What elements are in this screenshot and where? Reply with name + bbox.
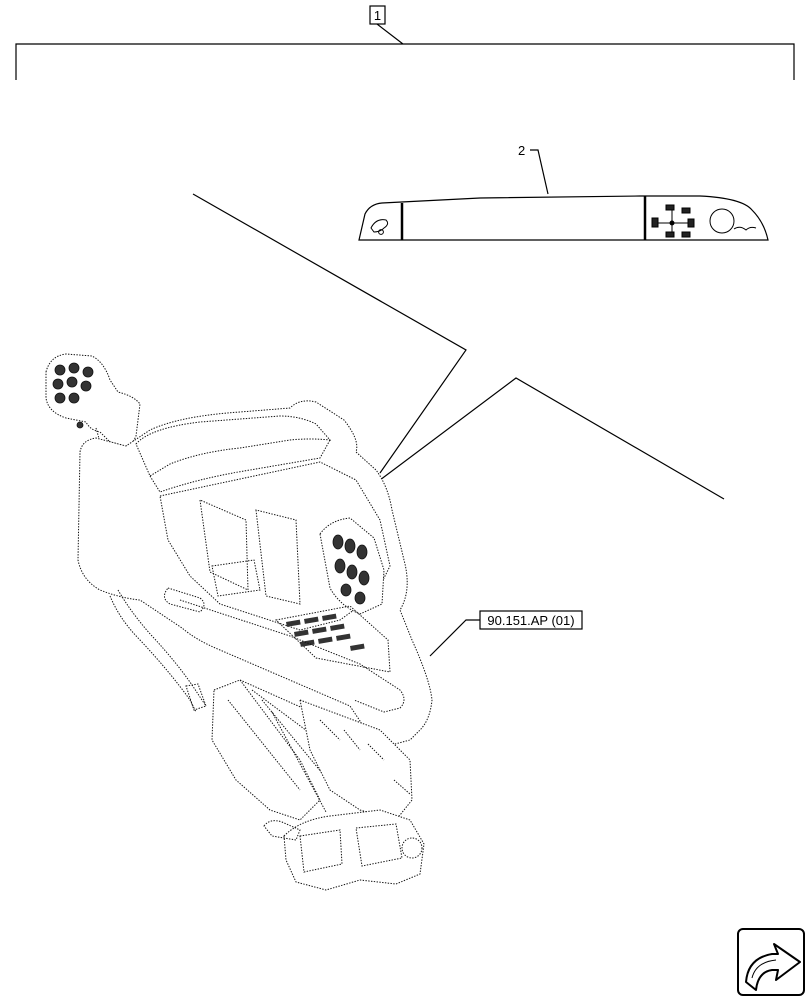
callout-item-2[interactable]: 2 bbox=[518, 143, 549, 195]
tray-divider-1 bbox=[199, 499, 249, 591]
reference-label-leader bbox=[429, 619, 480, 657]
cable-connector bbox=[185, 683, 207, 711]
callout-item-1[interactable]: 1 bbox=[369, 5, 386, 25]
armrest-pad-edge bbox=[149, 439, 331, 493]
callout-number-2: 2 bbox=[518, 143, 525, 158]
callout-number-1: 1 bbox=[374, 8, 381, 23]
joystick-grip bbox=[45, 353, 141, 447]
reference-label-callout[interactable]: 90.151.AP (01) bbox=[429, 610, 583, 657]
leader-line-upper bbox=[192, 193, 467, 474]
reference-label-text: 90.151.AP (01) bbox=[487, 613, 574, 628]
front-decal-area bbox=[274, 605, 391, 673]
decal-hand-symbol-icon bbox=[370, 219, 389, 235]
cable-harness bbox=[109, 595, 197, 713]
decal-part-2 bbox=[358, 195, 769, 241]
tray-block bbox=[211, 559, 261, 597]
console-front-rim bbox=[179, 599, 405, 713]
armrest-console-assembly bbox=[45, 353, 433, 891]
mounting-bolt bbox=[263, 820, 301, 841]
callout-2-leader bbox=[530, 149, 549, 195]
joystick-buttons bbox=[52, 362, 94, 429]
cable-harness-2 bbox=[117, 589, 207, 707]
tray-divider-2 bbox=[255, 509, 301, 605]
console-handle-slot bbox=[164, 587, 205, 613]
base-clamp bbox=[283, 809, 425, 891]
switch-panel-buttons bbox=[332, 534, 370, 605]
leader-line-lower bbox=[379, 377, 725, 500]
mounting-frame-left bbox=[211, 679, 321, 821]
lower-brackets bbox=[319, 719, 411, 795]
decal-knob-symbol-icon bbox=[709, 208, 757, 234]
next-page-arrow-icon[interactable] bbox=[737, 928, 805, 996]
decal-outline bbox=[358, 195, 769, 241]
decal-joystick-directions-icon bbox=[651, 204, 695, 238]
mounting-knob bbox=[401, 837, 423, 859]
armrest-pad bbox=[135, 415, 332, 477]
assembly-bracket bbox=[15, 23, 795, 80]
console-body-outline bbox=[77, 400, 433, 749]
